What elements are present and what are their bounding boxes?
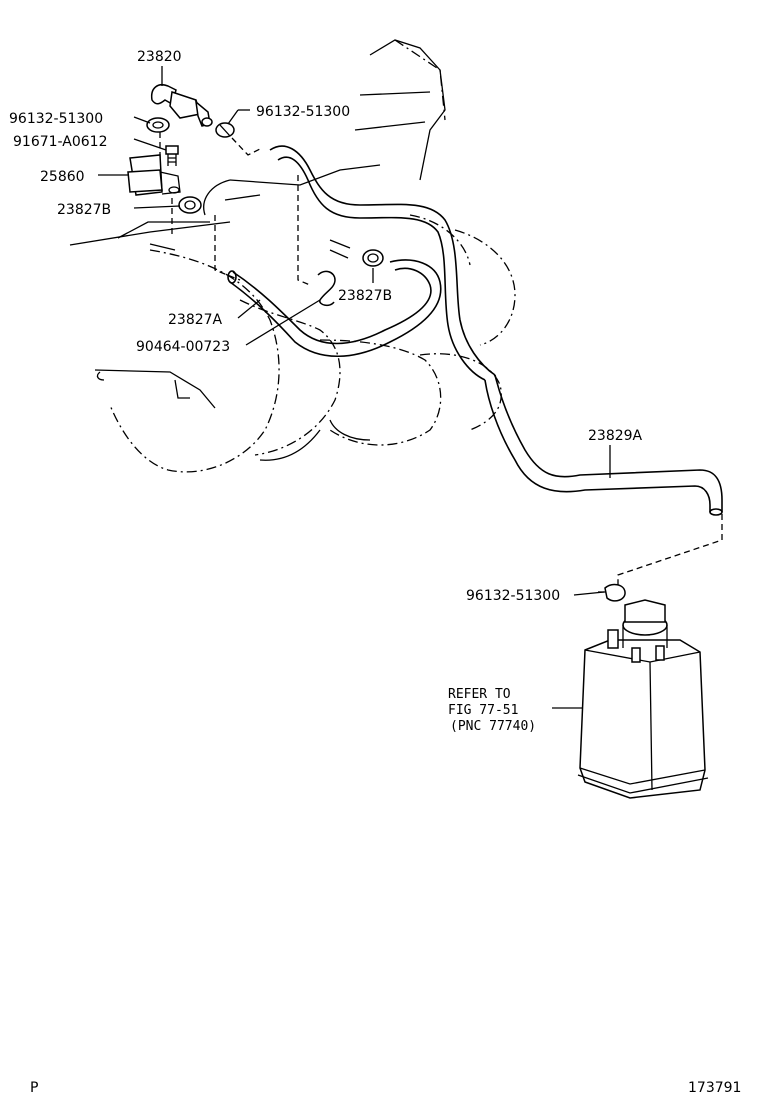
label-23820: 23820	[137, 49, 182, 65]
label-23829a: 23829A	[588, 428, 643, 444]
bolt-91671	[165, 145, 179, 166]
label-23827b-upper: 23827B	[57, 202, 111, 218]
label-23827b-lower: 23827B	[338, 288, 392, 304]
leader-lines	[98, 66, 611, 709]
hose-23829a	[484, 374, 723, 516]
label-96132-51300-canister: 96132-51300	[466, 588, 560, 604]
footer-figure-number: 173791	[688, 1080, 742, 1096]
part-23820-vsv	[150, 84, 213, 127]
clip-90464	[317, 270, 336, 307]
label-23827a: 23827A	[168, 312, 223, 328]
clamp-23827b-upper	[178, 196, 202, 214]
label-96132-51300-left: 96132-51300	[9, 111, 103, 127]
clamp-96132-right	[215, 122, 235, 138]
part-25860-valve	[127, 154, 181, 196]
engine-outline	[69, 39, 516, 473]
hose-23827a	[227, 239, 442, 357]
clamp-23827b-lower	[362, 249, 384, 267]
hose-upper	[269, 145, 496, 381]
label-90464-00723: 90464-00723	[136, 339, 230, 355]
label-96132-51300-right: 96132-51300	[256, 104, 350, 120]
label-91671-a0612: 91671-A0612	[13, 134, 108, 150]
refer-line-3: (PNC 77740)	[450, 719, 536, 734]
label-25860: 25860	[40, 169, 85, 185]
refer-line-2: FIG 77-51	[448, 703, 518, 718]
footer-page-code: P	[30, 1080, 39, 1096]
refer-line-1: REFER TO	[448, 687, 511, 702]
clamp-96132-left	[146, 117, 170, 133]
charcoal-canister	[577, 599, 709, 799]
